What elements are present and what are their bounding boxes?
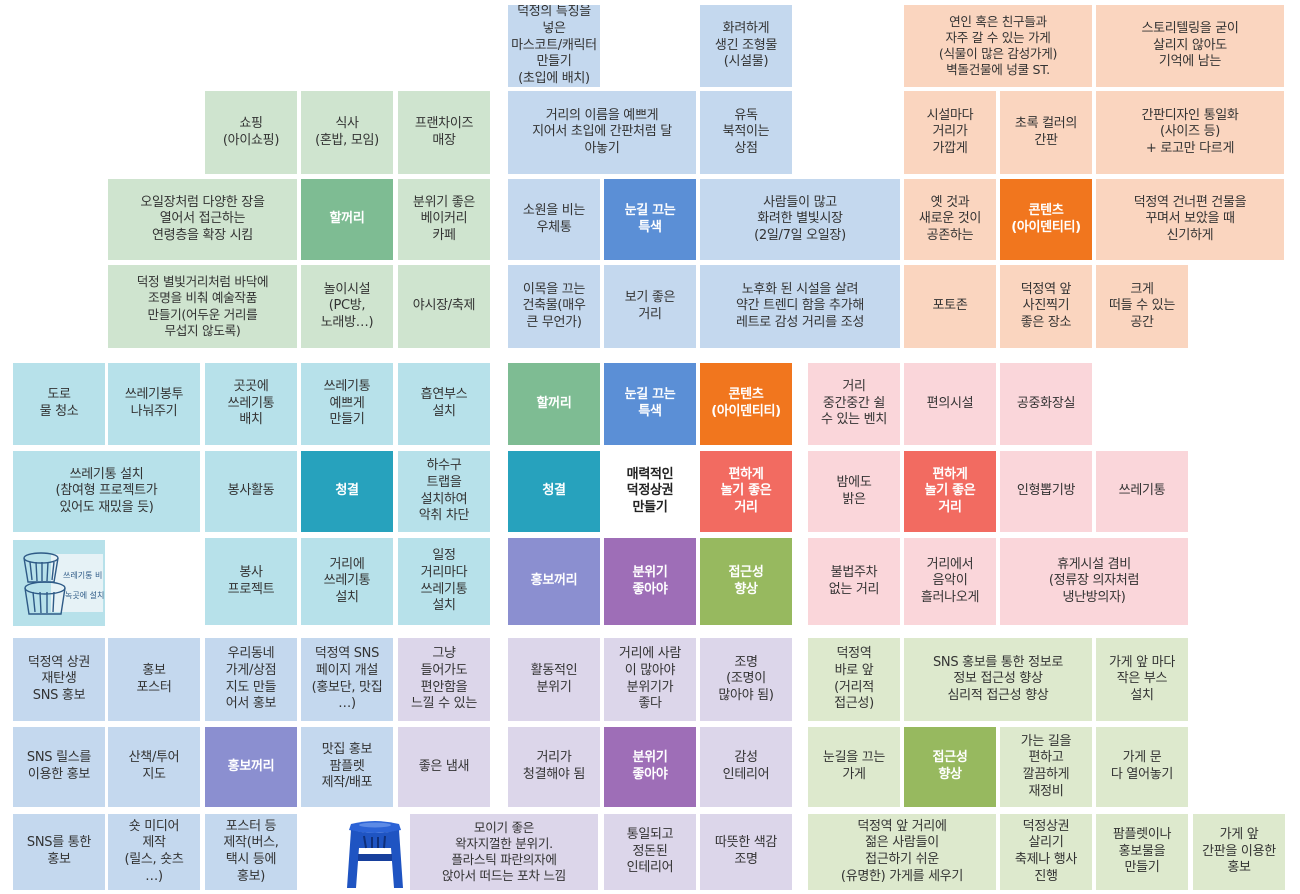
idea-cell: 감성 인테리어 [700,727,792,807]
idea-cell: 통일되고 정돈된 인테리어 [604,814,696,890]
idea-cell: 팜플렛이나 홍보물을 만들기 [1096,814,1188,890]
idea-cell: 쓰레기통 예쁘게 만들기 [301,363,393,445]
idea-cell: 가게 문 다 열어놓기 [1096,727,1188,807]
idea-cell: 프랜차이즈 매장 [398,91,490,174]
idea-cell: 맛집 홍보 팜플렛 제작/배포 [301,727,393,807]
idea-cell: 화려하게 생긴 조형물 (시설물) [700,5,792,87]
idea-cell: 덕정역 상권 재탄생 SNS 홍보 [13,638,105,721]
idea-cell: 편하게 놀기 좋은 거리 [700,451,792,532]
idea-cell: 우리동네 가게/상점 지도 만들 어서 홍보 [205,638,297,721]
idea-cell: 스토리텔링을 굳이 살리지 않아도 기억에 남는 [1096,5,1284,87]
idea-cell: 청결 [301,451,393,532]
idea-cell: 연인 혹은 친구들과 자주 갈 수 있는 가게 (식물이 많은 감성가게) 벽돌… [904,5,1092,87]
idea-cell: 콘텐츠 (아이덴티티) [1000,179,1092,260]
idea-cell: 덕정역 앞 사진찍기 좋은 장소 [1000,265,1092,348]
idea-cell: 간판디자인 통일화 (사이즈 등) + 로고만 다르게 [1096,91,1284,174]
idea-cell: 포토존 [904,265,996,348]
idea-cell: SNS 홍보를 통한 정보로 정보 접근성 향상 심리적 접근성 향상 [904,638,1092,721]
idea-cell: 할꺼리 [301,179,393,260]
basket-line-2: 녹곳에 설치 [65,590,104,600]
idea-cell: 그냥 들어가도 편안함을 느낄 수 있는 [398,638,490,721]
idea-cell: 도로 물 청소 [13,363,105,445]
idea-cell: 홍보꺼리 [205,727,297,807]
idea-cell: 가게 앞 마다 작은 부스 설치 [1096,638,1188,721]
idea-cell: 할꺼리 [508,363,600,445]
idea-cell: 초록 컬러의 간판 [1000,91,1092,174]
idea-cell: 옛 것과 새로운 것이 공존하는 [904,179,996,260]
idea-cell: 편하게 놀기 좋은 거리 [904,451,996,532]
idea-cell: 쓰레기봉투 나눠주기 [108,363,200,445]
idea-cell: SNS를 통한 홍보 [13,814,105,890]
idea-cell: 매력적인 덕정상권 만들기 [604,451,696,532]
idea-cell: 거리의 이름을 예쁘게 지어서 초입에 간판처럼 달 아놓기 [508,91,696,174]
idea-cell: 덕정 별빛거리처럼 바닥에 조명을 비춰 예술작품 만들기(어두운 거리를 무섭… [108,265,297,348]
idea-cell: 보기 좋은 거리 [604,265,696,348]
idea-cell: 쓰레기통 [1096,451,1188,532]
idea-cell: 활동적인 분위기 [508,638,600,721]
idea-cell: 덕정상권 살리기 축제나 행사 진행 [1000,814,1092,890]
idea-cell: 밤에도 밝은 [808,451,900,532]
idea-cell: 시설마다 거리가 가깝게 [904,91,996,174]
idea-cell: 따뜻한 색감 조명 [700,814,792,890]
idea-cell: 분위기 좋은 베이커리 카페 [398,179,490,260]
idea-cell: 접근성 향상 [904,727,996,807]
blue-plastic-stool-icon [344,818,406,890]
idea-cell: 오일장처럼 다양한 장을 열어서 접근하는 연령층을 확장 시킴 [108,179,297,260]
idea-cell: 모이기 좋은 왁자지껄한 분위기. 플라스틱 파란의자에 앉아서 떠드는 포차 … [410,814,598,890]
idea-cell: 덕정의 특징을 넣은 마스코트/캐릭터 만들기 (초입에 배치) [508,5,600,87]
idea-cell: 노후화 된 시설을 살려 약간 트렌디 함을 추가해 레트로 감성 거리를 조성 [700,265,900,348]
idea-cell: 조명 (조명이 많아야 됨) [700,638,792,721]
idea-cell: 봉사활동 [205,451,297,532]
idea-cell: 분위기 좋아야 [604,727,696,807]
idea-cell: 봉사 프로젝트 [205,538,297,625]
idea-cell: 눈길 끄는 특색 [604,363,696,445]
idea-cell: 덕정역 바로 앞 (거리적 접근성) [808,638,900,721]
idea-cell: 놀이시설 (PC방, 노래방…) [301,265,393,348]
idea-cell: 편의시설 [904,363,996,445]
trash-basket-sketch-icon: 쓰레기통 비 녹곳에 설치 [13,540,105,626]
idea-cell: 이목을 끄는 건축물(매우 큰 무언가) [508,265,600,348]
idea-cell: 덕정역 건너편 건물을 꾸며서 보았을 때 신기하게 [1096,179,1284,260]
idea-cell: 홍보 포스터 [108,638,200,721]
basket-line-1: 쓰레기통 비 [63,571,102,580]
idea-cell: 크게 떠들 수 있는 공간 [1096,265,1188,348]
idea-cell: 거리에 쓰레기통 설치 [301,538,393,625]
idea-cell: 곳곳에 쓰레기통 배치 [205,363,297,445]
idea-cell: 눈길 끄는 특색 [604,179,696,260]
idea-cell: 공중화장실 [1000,363,1092,445]
idea-cell: 분위기 좋아야 [604,538,696,625]
idea-cell: 좋은 냄새 [398,727,490,807]
idea-cell: 거리가 청결해야 됨 [508,727,600,807]
idea-cell: 야시장/축제 [398,265,490,348]
idea-cell: 인형뽑기방 [1000,451,1092,532]
idea-cell: 덕정역 SNS 페이지 개설 (홍보단, 맛집 …) [301,638,393,721]
idea-cell: 쇼핑 (아이쇼핑) [205,91,297,174]
idea-cell: 포스터 등 제작(버스, 택시 등에 홍보) [205,814,297,890]
idea-cell: 거리에 사람 이 많아야 분위기가 좋다 [604,638,696,721]
idea-cell: 흡연부스 설치 [398,363,490,445]
idea-cell: SNS 릴스를 이용한 홍보 [13,727,105,807]
idea-cell: 소원을 비는 우체통 [508,179,600,260]
idea-cell: 콘텐츠 (아이덴티티) [700,363,792,445]
idea-cell: 거리 중간중간 쉴 수 있는 벤치 [808,363,900,445]
idea-cell: 사람들이 많고 화려한 별빛시장 (2일/7일 오일장) [700,179,900,260]
idea-cell: 덕정역 앞 거리에 젊은 사람들이 접근하기 쉬운 (유명한) 가게를 세우기 [808,814,996,890]
idea-cell: 가게 앞 간판을 이용한 홍보 [1193,814,1285,890]
idea-cell: 하수구 트랩을 설치하여 악취 차단 [398,451,490,532]
idea-cell: 가는 길을 편하고 깔끔하게 재정비 [1000,727,1092,807]
idea-cell: 접근성 향상 [700,538,792,625]
idea-cell: 쓰레기통 설치 (참여형 프로젝트가 있어도 재밌을 듯) [13,451,200,532]
idea-cell: 거리에서 음악이 흘러나오게 [904,538,996,625]
idea-cell: 눈길을 끄는 가게 [808,727,900,807]
idea-cell: 일정 거리마다 쓰레기통 설치 [398,538,490,625]
idea-cell: 숏 미디어 제작 (릴스, 숏츠 …) [108,814,200,890]
idea-cell: 식사 (혼밥, 모임) [301,91,393,174]
idea-cell: 청결 [508,451,600,532]
idea-cell: 유독 북적이는 상점 [700,91,792,174]
idea-cell: 홍보꺼리 [508,538,600,625]
idea-cell: 휴게시설 겸비 (정류장 의자처럼 냉난방의자) [1000,538,1188,625]
idea-cell: 불법주차 없는 거리 [808,538,900,625]
idea-cell: 산책/투어 지도 [108,727,200,807]
